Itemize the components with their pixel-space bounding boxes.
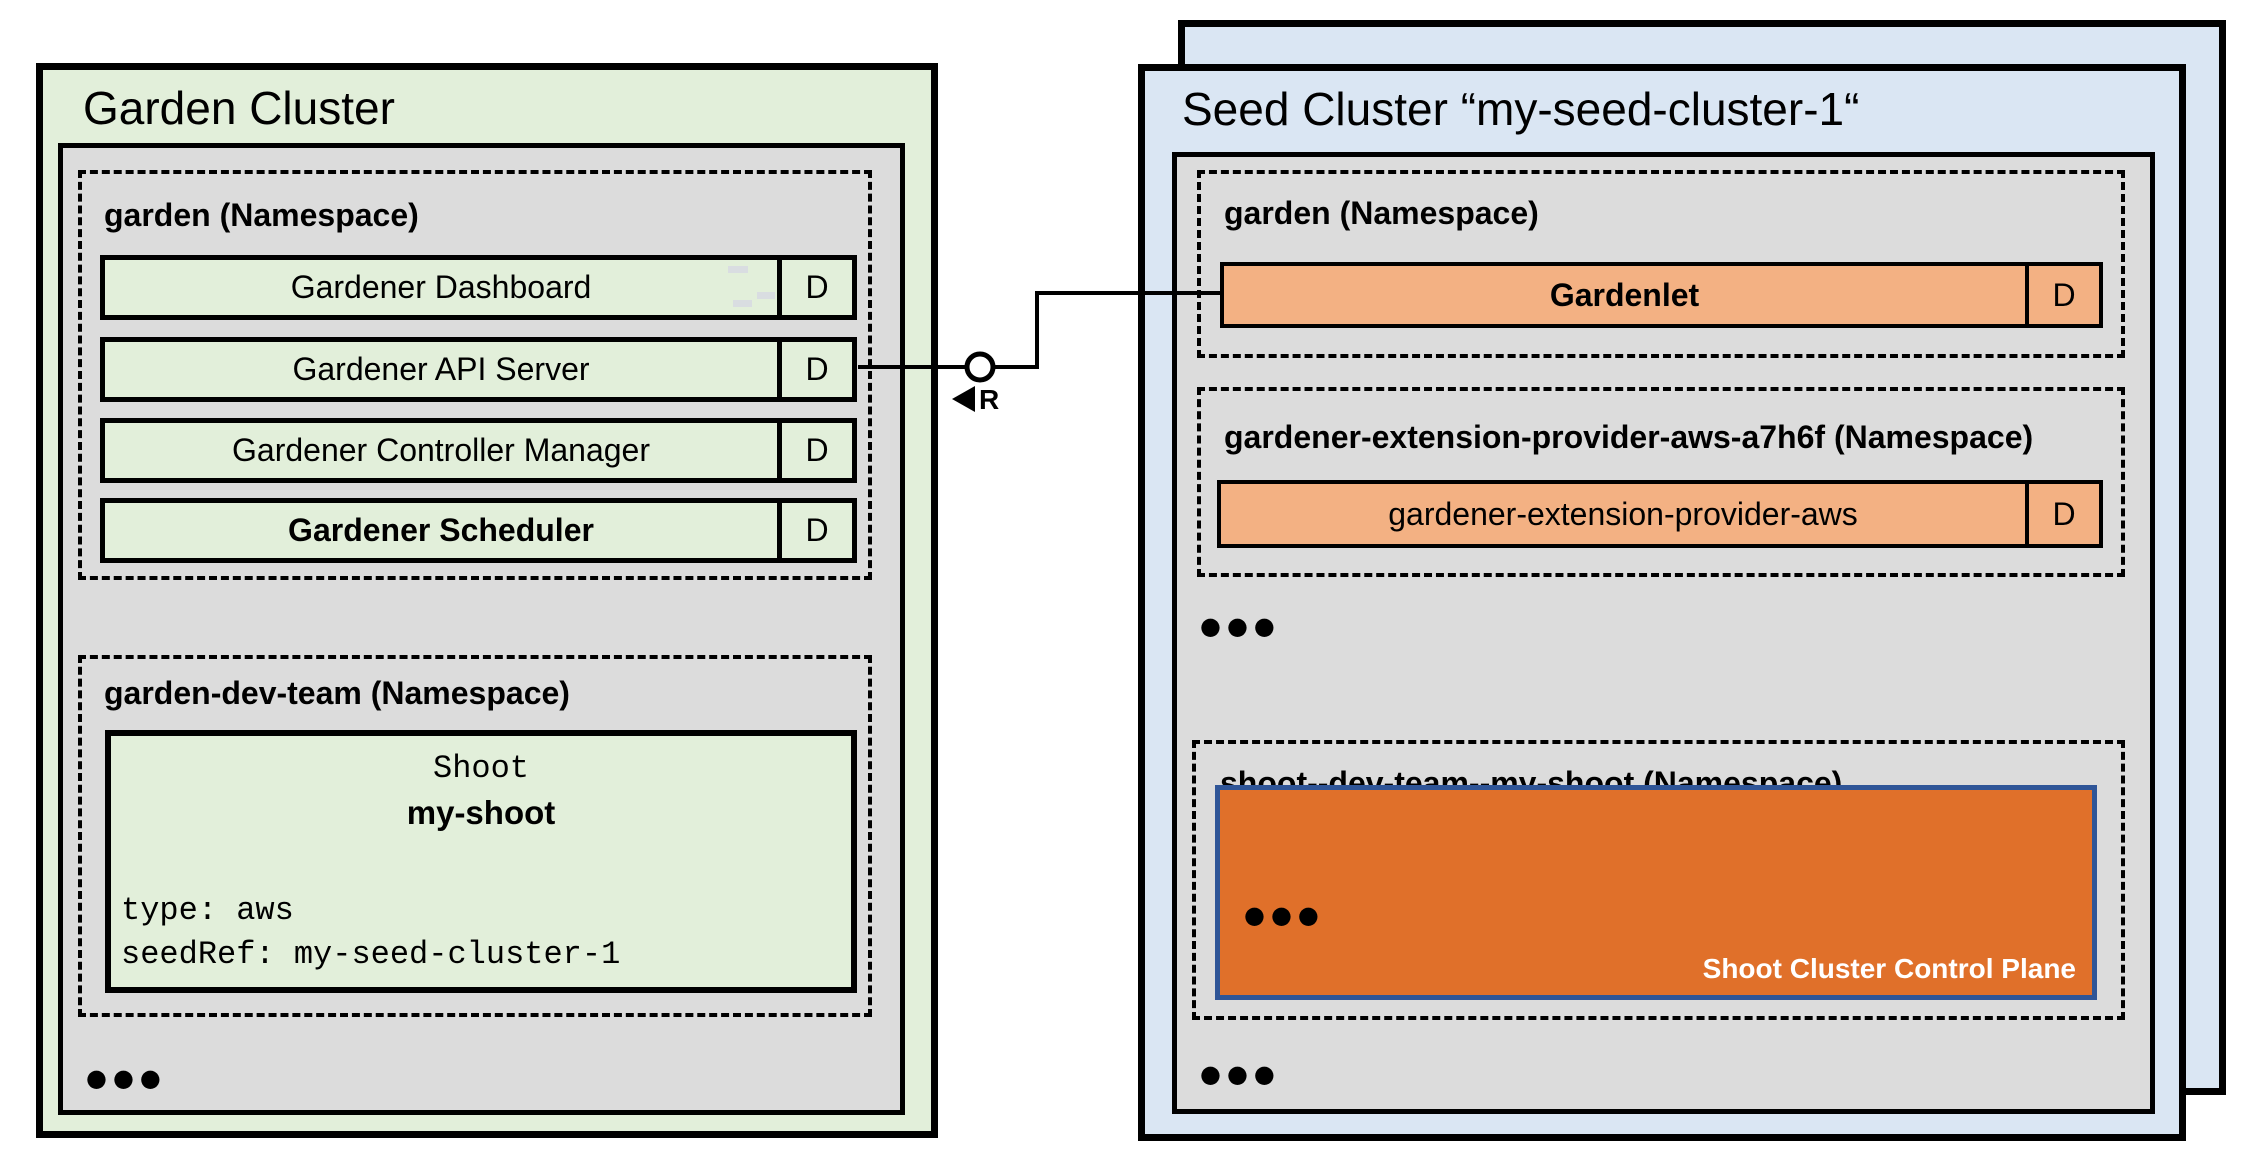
ellipsis: ●●● bbox=[86, 1064, 167, 1092]
garden-namespace-label: garden (Namespace) bbox=[104, 197, 419, 233]
shoot-name: my-shoot bbox=[406, 794, 556, 831]
extension-namespace-box bbox=[1197, 387, 2125, 577]
seed-garden-namespace-box bbox=[1197, 170, 2125, 358]
extension-namespace-label: gardener-extension-provider-aws-a7h6f (N… bbox=[1224, 419, 2034, 455]
ellipsis: ●●● bbox=[1200, 612, 1281, 640]
component-gardenlet: Gardenlet D bbox=[1220, 262, 2103, 328]
component-gardener-controller-manager: Gardener Controller Manager D bbox=[100, 418, 857, 483]
left-arrow-icon bbox=[952, 386, 975, 412]
component-label: Gardener Scheduler bbox=[288, 512, 594, 548]
ellipsis: ●●● bbox=[1200, 1060, 1281, 1088]
seed-garden-namespace-label: garden (Namespace) bbox=[1224, 195, 1539, 231]
component-label: Gardener API Server bbox=[292, 351, 590, 387]
faint-artifact bbox=[728, 266, 748, 273]
shoot-spec-type: type: aws bbox=[121, 892, 294, 929]
component-label: Gardener Dashboard bbox=[290, 269, 592, 305]
deployment-badge: D bbox=[777, 423, 852, 478]
garden-dev-team-namespace-box bbox=[78, 655, 872, 1017]
deployment-badge: D bbox=[777, 260, 852, 315]
seed-cluster-title: Seed Cluster “my-seed-cluster-1“ bbox=[1182, 83, 1860, 135]
component-gardener-scheduler: Gardener Scheduler D bbox=[100, 498, 857, 563]
deployment-badge: D bbox=[777, 503, 852, 558]
component-gardener-api-server: Gardener API Server D bbox=[100, 337, 857, 402]
faint-artifact bbox=[733, 300, 752, 307]
garden-cluster-title: Garden Cluster bbox=[83, 82, 395, 134]
shoot-kind: Shoot bbox=[432, 750, 529, 787]
ellipsis: ●●● bbox=[1244, 901, 1325, 929]
request-direction-label: R bbox=[979, 384, 999, 415]
shoot-namespace-box bbox=[1192, 740, 2125, 1020]
component-gardener-extension-provider-aws: gardener-extension-provider-aws D bbox=[1217, 480, 2103, 548]
shoot-cluster-control-plane-box: ●●● Shoot Cluster Control Plane bbox=[1215, 785, 2097, 1000]
component-label: Gardener Controller Manager bbox=[232, 432, 650, 468]
deployment-badge: D bbox=[2025, 266, 2099, 324]
component-gardener-dashboard: Gardener Dashboard D bbox=[100, 255, 857, 320]
deployment-badge: D bbox=[2025, 484, 2099, 544]
shoot-spec-seedref: seedRef: my-seed-cluster-1 bbox=[121, 936, 621, 973]
shoot-resource-box: Shoot my-shoot type: aws seedRef: my-see… bbox=[105, 730, 857, 993]
component-label: Gardenlet bbox=[1549, 276, 1700, 313]
control-plane-label: Shoot Cluster Control Plane bbox=[1702, 953, 2076, 984]
faint-artifact bbox=[757, 292, 775, 299]
deployment-badge: D bbox=[777, 342, 852, 397]
garden-dev-team-namespace-label: garden-dev-team (Namespace) bbox=[104, 675, 570, 711]
interface-ball-icon bbox=[964, 351, 996, 383]
component-label: gardener-extension-provider-aws bbox=[1388, 495, 1858, 532]
garden-namespace-box bbox=[78, 170, 872, 580]
